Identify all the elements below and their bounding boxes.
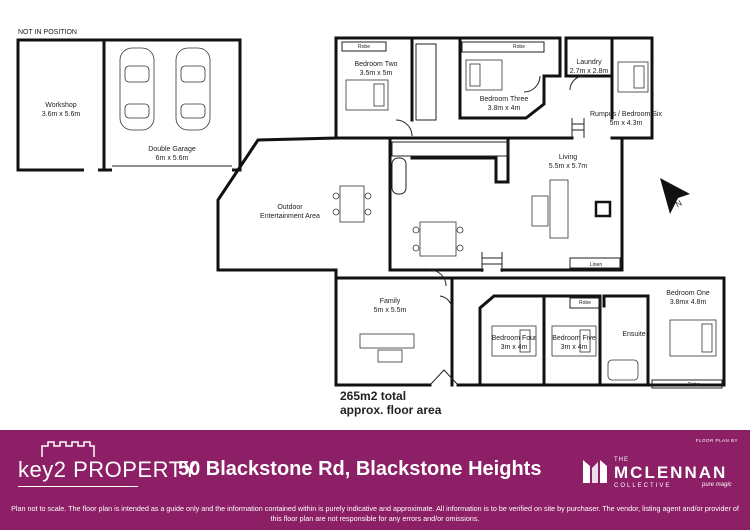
disclaimer: Plan not to scale. The floor plan is int… bbox=[0, 504, 750, 524]
bedroom-three-name: Bedroom Three bbox=[480, 96, 529, 103]
workshop-size: 3.6m x 5.6m bbox=[42, 111, 81, 118]
disclaimer-line2: this floor plan are not responsible for … bbox=[270, 514, 480, 523]
outdoor-name-2: Entertainment Area bbox=[260, 213, 320, 220]
garage-name: Double Garage bbox=[148, 146, 196, 153]
laundry-name: Laundry bbox=[576, 59, 602, 66]
agency-name: key2 PROPERTY bbox=[18, 457, 198, 482]
total-area-line1: 265m2 total bbox=[340, 389, 406, 403]
floorplan-by-label: FLOOR PLAN BY bbox=[695, 438, 738, 443]
bed-icon bbox=[465, 59, 503, 91]
bed-icon bbox=[617, 61, 649, 93]
family-size: 5m x 5.5m bbox=[374, 307, 407, 314]
brand-tagline: pure magic bbox=[702, 482, 732, 488]
bedroom-five-size: 3m x 4m bbox=[561, 344, 588, 351]
north-arrow-icon: N bbox=[660, 178, 690, 214]
footer-banner: key2 PROPERTY 50 Blackstone Rd, Blacksto… bbox=[0, 430, 750, 530]
bed-icon bbox=[551, 325, 597, 357]
fireplace bbox=[594, 200, 612, 218]
workshop-name: Workshop bbox=[45, 102, 76, 109]
brand-collective: COLLECTIVE bbox=[614, 483, 672, 489]
robe-label: Robe bbox=[688, 382, 700, 388]
castle-logo-icon bbox=[41, 441, 95, 457]
total-area-line2: approx. floor area bbox=[340, 403, 442, 417]
laundry-size: 2.7m x 2.8m bbox=[570, 68, 609, 75]
brand-the: THE bbox=[614, 457, 629, 463]
garage-size: 6m x 5.6m bbox=[156, 155, 189, 162]
bedroom-two-name: Bedroom Two bbox=[354, 61, 397, 68]
agency-underline bbox=[18, 486, 138, 487]
car-icon bbox=[175, 47, 211, 131]
robe-label: Robe bbox=[579, 300, 591, 306]
family-name: Family bbox=[380, 298, 401, 305]
bedroom-one-name: Bedroom One bbox=[666, 290, 710, 297]
rumpus-size: 5m x 4.3m bbox=[610, 120, 643, 127]
not-in-position-note: NOT IN POSITION bbox=[18, 29, 77, 36]
living-name: Living bbox=[559, 154, 577, 161]
sofa-icon bbox=[359, 333, 415, 363]
stairs bbox=[571, 118, 585, 138]
linen-label: Linen bbox=[590, 262, 602, 268]
living-size: 5.5m x 5.7m bbox=[549, 163, 588, 170]
furniture bbox=[332, 59, 717, 381]
table-icon bbox=[412, 221, 464, 257]
disclaimer-line1: Plan not to scale. The floor plan is int… bbox=[11, 504, 739, 513]
bed-icon bbox=[345, 79, 389, 111]
house-walls bbox=[216, 36, 726, 387]
bed-icon bbox=[491, 325, 537, 357]
garage-block: Workshop 3.6m x 5.6m Double Garage 6m x … bbox=[16, 38, 242, 172]
room-labels: Bedroom Two 3.5m x 5m Bedroom Three 3.8m… bbox=[260, 44, 710, 388]
vanity bbox=[607, 359, 639, 381]
ensuite-name: Ensuite bbox=[622, 331, 645, 338]
bedroom-three-size: 3.8m x 4m bbox=[488, 105, 521, 112]
robe-label: Robe bbox=[358, 44, 370, 50]
robe-label: Robe bbox=[513, 44, 525, 50]
floor-plan: NOT IN POSITION Workshop 3.6m x 5.6m Dou… bbox=[16, 29, 726, 417]
north-letter: N bbox=[674, 198, 684, 209]
bedroom-two-size: 3.5m x 5m bbox=[360, 70, 393, 77]
bedroom-five-name: Bedroom Five bbox=[552, 335, 596, 342]
bedroom-four-size: 3m x 4m bbox=[501, 344, 528, 351]
fittings bbox=[341, 41, 723, 389]
outdoor-name-1: Outdoor bbox=[277, 204, 303, 211]
brand-name: MCLENNAN bbox=[614, 463, 728, 482]
bedroom-four-name: Bedroom Four bbox=[492, 335, 537, 342]
bed-icon bbox=[669, 319, 717, 357]
bedroom-one-size: 3.8mx 4.8m bbox=[670, 299, 707, 306]
mclennan-logo-icon bbox=[583, 460, 607, 483]
car-icon bbox=[119, 47, 155, 131]
sofa-icon bbox=[531, 179, 569, 239]
property-address: 50 Blackstone Rd, Blackstone Heights bbox=[178, 458, 542, 480]
rumpus-name: Rumpus / Bedroom Six bbox=[590, 111, 662, 118]
table-icon bbox=[332, 185, 372, 223]
stairs bbox=[481, 252, 503, 272]
